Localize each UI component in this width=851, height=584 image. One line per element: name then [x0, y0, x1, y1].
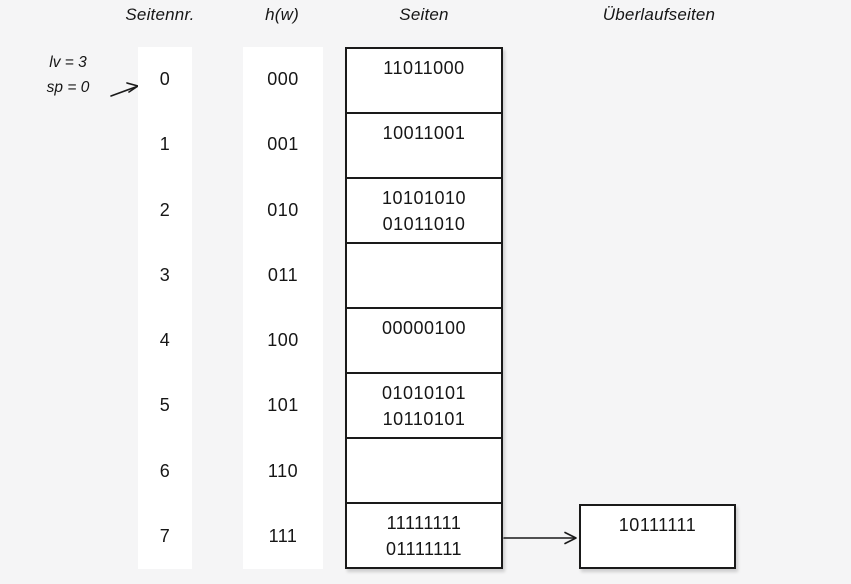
hash-value-5: 101 [267, 395, 299, 416]
page-number-6: 6 [159, 460, 171, 481]
state-annotation: lv = 3 sp = 0 [34, 50, 102, 100]
column-header-seiten: Seiten [399, 5, 449, 24]
hash-value-6: 110 [267, 460, 299, 481]
record-value: 10011001 [382, 123, 466, 143]
page-cell-1: 10011001 [347, 114, 501, 179]
page-number-1: 1 [159, 134, 171, 155]
split-pointer-value: sp = 0 [46, 79, 90, 96]
page-number-4: 4 [159, 330, 171, 351]
page-number-2: 2 [159, 199, 171, 220]
page-number-7: 7 [159, 525, 171, 546]
record-value: 01111111 [385, 539, 463, 559]
hash-value-4: 100 [267, 330, 299, 351]
column-header-hw: h(w) [265, 5, 299, 24]
hash-value-1: 001 [267, 134, 299, 155]
page-cell-2: 10101010 01011010 [347, 179, 501, 244]
page-cell-3 [347, 244, 501, 309]
overflow-record-value: 10111111 [618, 515, 697, 535]
page-cell-7: 11111111 01111111 [347, 504, 501, 567]
overflow-page-box: 10111111 [579, 504, 736, 569]
record-value: 11111111 [386, 513, 462, 533]
record-value: 00000100 [381, 318, 467, 338]
page-number-5: 5 [159, 395, 171, 416]
column-header-ueberlaufseiten: Überlaufseiten [602, 5, 716, 24]
page-number-column: 0 1 2 3 4 5 6 7 [138, 47, 192, 569]
record-value: 11011000 [383, 58, 465, 78]
record-value: 01010101 [381, 383, 467, 403]
pages-table: 11011000 10011001 10101010 01011010 00000100… [345, 47, 503, 569]
page-cell-5: 01010101 10110101 [347, 374, 501, 439]
level-value: lv = 3 [49, 54, 87, 71]
page-number-0: 0 [159, 69, 171, 90]
page-cell-0: 11011000 [347, 49, 501, 114]
record-value: 01011010 [382, 214, 466, 234]
page-number-3: 3 [159, 264, 171, 285]
page-cell-6 [347, 439, 501, 504]
hash-value-3: 011 [267, 264, 299, 285]
overflow-link-arrow-icon [503, 531, 577, 545]
hash-value-7: 111 [268, 525, 298, 546]
page-cell-4: 00000100 [347, 309, 501, 374]
record-value: 10110101 [382, 409, 466, 429]
hash-value-column: 000 001 010 011 100 101 110 111 [243, 47, 323, 569]
hash-value-0: 000 [267, 69, 299, 90]
record-value: 10101010 [381, 188, 467, 208]
column-header-seitennr: Seitennr. [125, 5, 195, 24]
hash-value-2: 010 [267, 199, 299, 220]
